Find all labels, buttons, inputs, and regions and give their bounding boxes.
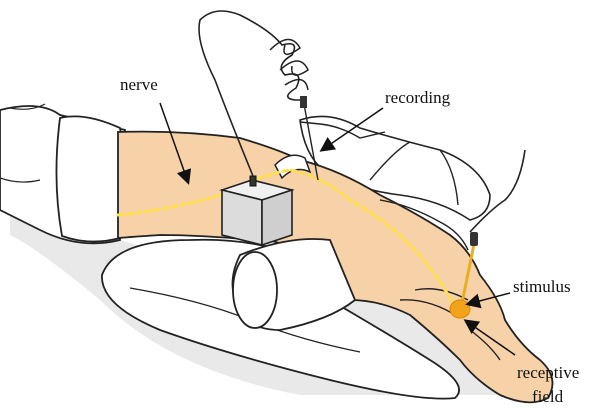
stimulus-probe-hub [470,232,478,246]
wire-coil [270,39,308,90]
label-receptive-line2: field [532,387,564,406]
label-stimulus: stimulus [513,277,571,296]
label-receptive-line1: receptive [517,363,579,382]
sleeve-cuff [56,116,125,241]
wrist-rest-end [233,252,277,328]
receptive-field-spot [450,300,470,318]
label-nerve: nerve [120,75,158,94]
recording-needle-hub [300,96,307,108]
label-recording: recording [385,88,451,107]
